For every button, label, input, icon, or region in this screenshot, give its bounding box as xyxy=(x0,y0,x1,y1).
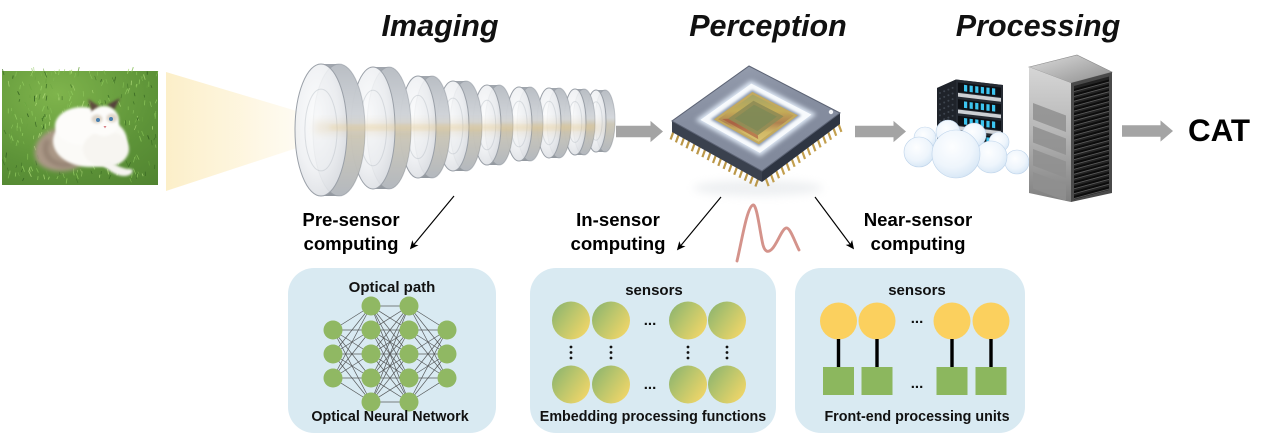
svg-text:computing: computing xyxy=(870,233,965,254)
svg-text:...: ... xyxy=(911,310,924,327)
svg-text:CAT: CAT xyxy=(1188,113,1250,148)
svg-text:Optical Neural Network: Optical Neural Network xyxy=(311,409,468,425)
svg-text:Embedding processing functions: Embedding processing functions xyxy=(540,409,766,425)
svg-text:Front-end processing units: Front-end processing units xyxy=(824,409,1009,425)
svg-text:In-sensor: In-sensor xyxy=(576,209,660,230)
svg-text:Near-sensor: Near-sensor xyxy=(864,209,973,230)
svg-text:...: ... xyxy=(644,376,657,393)
svg-text:computing: computing xyxy=(303,233,398,254)
svg-text:Imaging: Imaging xyxy=(382,9,499,43)
svg-text:...: ... xyxy=(644,312,657,329)
svg-text:Optical path: Optical path xyxy=(349,279,436,296)
svg-text:sensors: sensors xyxy=(888,282,946,299)
svg-text:Processing: Processing xyxy=(956,9,1121,43)
svg-text:...: ... xyxy=(911,375,924,392)
svg-text:computing: computing xyxy=(570,233,665,254)
svg-text:Perception: Perception xyxy=(689,9,847,43)
svg-text:Pre-sensor: Pre-sensor xyxy=(302,209,399,230)
svg-text:sensors: sensors xyxy=(625,282,683,299)
